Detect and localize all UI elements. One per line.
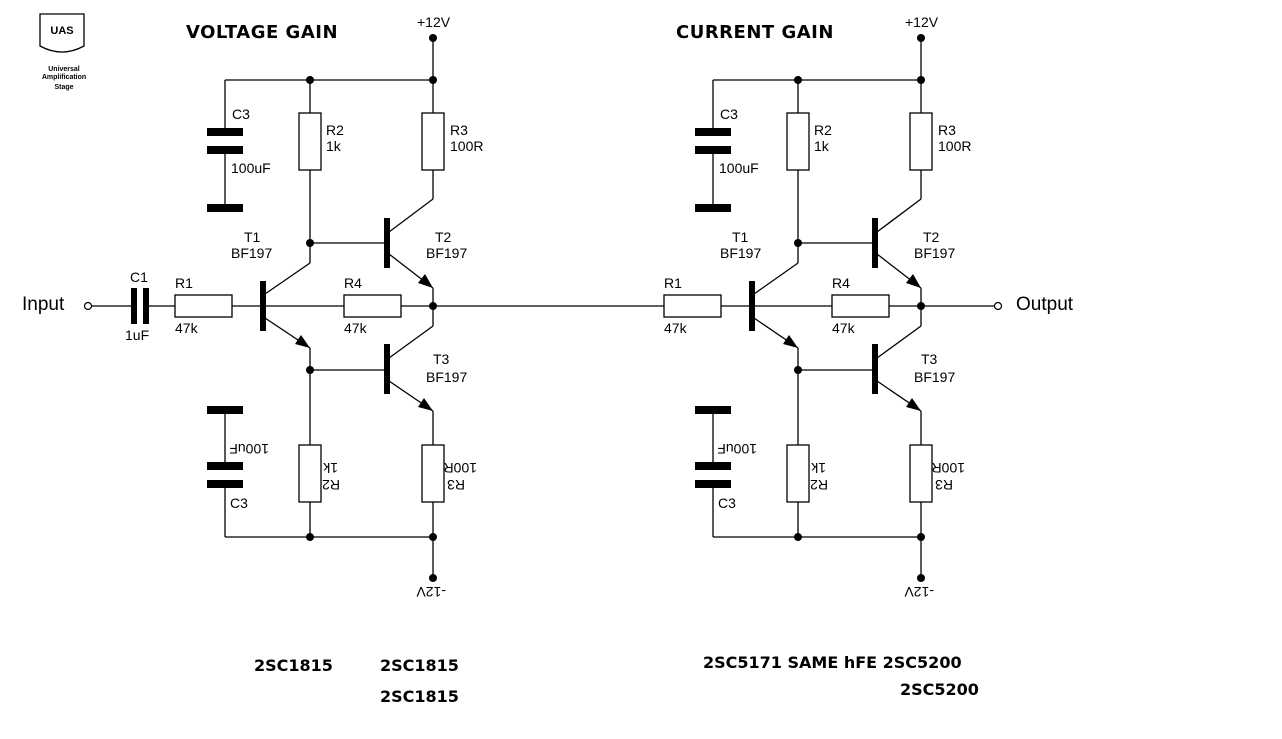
r2-top-ref-2: R2: [814, 122, 832, 138]
r3-bot-resistor: [421, 444, 445, 503]
c3-bot-ref: C3: [230, 495, 248, 511]
r2-top-value: 1k: [326, 138, 342, 154]
vpos-terminal: [429, 34, 437, 42]
r4-ref-2: R4: [832, 275, 850, 291]
r2-bot-resistor: [298, 444, 322, 503]
r3-bot-resistor-2: [909, 444, 933, 503]
r1-value-2: 47k: [664, 320, 688, 336]
logo-shield: [39, 13, 85, 53]
r2-top-value-2: 1k: [814, 138, 830, 154]
t1-value: BF197: [231, 245, 272, 261]
t1-ref-2: T1: [732, 229, 749, 245]
r3-bot-ref: R3: [447, 477, 465, 493]
r2-bot-resistor-2: [786, 444, 810, 503]
c3-bot-value: 100uF: [229, 441, 269, 457]
vneg-label: -12V: [416, 584, 446, 600]
r3-top-ref-2: R3: [938, 122, 956, 138]
t3-ref: T3: [433, 351, 450, 367]
current-parts-note-1: 2SC5171 SAME hFE 2SC5200: [703, 653, 962, 672]
r4-ref: R4: [344, 275, 362, 291]
vneg-label-2: -12V: [904, 584, 934, 600]
t2-emitter-arrow: [418, 274, 433, 288]
voltage-gain-title: VOLTAGE GAIN: [186, 22, 338, 43]
t3-emitter-arrow: [418, 398, 433, 411]
r3-bot-value: 100R: [444, 460, 477, 476]
voltage-parts-note-t2: 2SC1815: [380, 656, 459, 675]
r2-top-resistor-2: [786, 112, 810, 171]
r2-bot-ref: R2: [322, 477, 340, 493]
logo-line-3: Stage: [54, 84, 73, 91]
t3-value-2: BF197: [914, 369, 955, 385]
r1-ref-2: R1: [664, 275, 682, 291]
c1-value: 1uF: [125, 327, 149, 343]
r3-top-ref: R3: [450, 122, 468, 138]
output-terminal: [993, 301, 1003, 311]
t2-ref: T2: [435, 229, 452, 245]
t2-emitter-arrow-2: [906, 274, 921, 288]
t1-emitter-arrow: [295, 335, 310, 348]
c3-top-value-2: 100uF: [719, 160, 759, 176]
r1-value: 47k: [175, 320, 199, 336]
uas-logo: UAS Universal Amplification Stage: [39, 13, 86, 91]
r2-top-resistor: [298, 112, 322, 171]
r1-resistor-2: [663, 294, 722, 318]
c3-bot-ref-2: C3: [718, 495, 736, 511]
output-label: Output: [1016, 294, 1074, 315]
t2-value-2: BF197: [914, 245, 955, 261]
t3-ref-2: T3: [921, 351, 938, 367]
t1-emitter-arrow-2: [783, 335, 798, 348]
r4-resistor-2: [831, 294, 890, 318]
c1-ref: C1: [130, 269, 148, 285]
vneg-terminal-2: [917, 574, 925, 582]
t1-value-2: BF197: [720, 245, 761, 261]
t2-value: BF197: [426, 245, 467, 261]
current-gain-stage: +12V C3 100uF R2 1k R3 100R T2 BF197 R1: [663, 14, 971, 600]
r4-value-2: 47k: [832, 320, 856, 336]
r3-top-resistor-2: [909, 112, 933, 171]
voltage-parts-note-t3: 2SC1815: [380, 687, 459, 706]
r3-bot-ref-2: R3: [935, 477, 953, 493]
t2-ref-2: T2: [923, 229, 940, 245]
voltage-gain-stage: +12V C3 100uF R2 1k R3 100R T2 BF197: [174, 14, 483, 600]
input-stage: Input C1 1uF: [22, 269, 175, 343]
current-gain-title: CURRENT GAIN: [676, 22, 834, 43]
vpos-terminal-2: [917, 34, 925, 42]
input-label: Input: [22, 294, 65, 315]
logo-line-2: Amplification: [42, 74, 86, 81]
r3-top-resistor: [421, 112, 445, 171]
t1-ref: T1: [244, 229, 261, 245]
c3-bot-value-2: 100uF: [717, 441, 757, 457]
t3-emitter-arrow-2: [906, 398, 921, 411]
vpos-label-2: +12V: [905, 14, 939, 30]
output-stage: Output: [921, 294, 1074, 315]
c3-top-ref: C3: [232, 106, 250, 122]
r3-top-value: 100R: [450, 138, 483, 154]
c3-top-value: 100uF: [231, 160, 271, 176]
r2-bot-ref-2: R2: [810, 477, 828, 493]
vneg-terminal: [429, 574, 437, 582]
r1-resistor: [174, 294, 233, 318]
logo-line-1: Universal: [48, 66, 80, 73]
logo-badge-text: UAS: [50, 25, 73, 37]
r1-ref: R1: [175, 275, 193, 291]
r2-bot-value-2: 1k: [810, 460, 826, 476]
r4-resistor: [343, 294, 402, 318]
c3-top-ref-2: C3: [720, 106, 738, 122]
voltage-parts-note-t1: 2SC1815: [254, 656, 333, 675]
r4-value: 47k: [344, 320, 368, 336]
t3-value: BF197: [426, 369, 467, 385]
current-parts-note-2: 2SC5200: [900, 680, 979, 699]
vpos-label: +12V: [417, 14, 451, 30]
input-terminal: [83, 301, 93, 311]
r3-bot-value-2: 100R: [932, 460, 965, 476]
r2-bot-value: 1k: [322, 460, 338, 476]
r2-top-ref: R2: [326, 122, 344, 138]
r3-top-value-2: 100R: [938, 138, 971, 154]
